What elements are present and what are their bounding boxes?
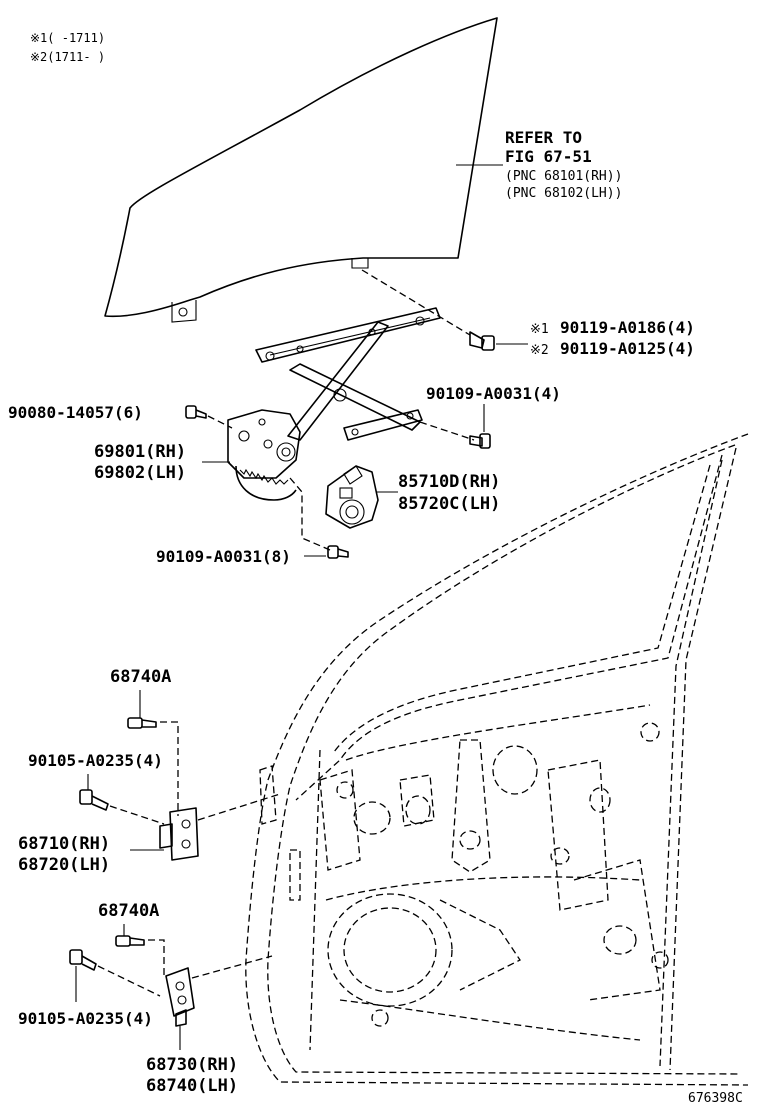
svg-text:90119-A0125(4): 90119-A0125(4) [560,339,695,358]
window-regulator[interactable] [227,307,441,501]
upper-hinge-label-lh: 68720(LH) [18,855,110,875]
motor-label-lh: 85720C(LH) [398,494,500,514]
bolt-90080-label: 90080-14057(6) [8,403,143,422]
bolt-90119-icon[interactable] [469,331,495,351]
bolt-68740a-upper-dashed [160,721,179,816]
bolt-90119-label-1: ※1 90119-A0186(4) [530,318,695,337]
bolt-90109b-icon[interactable] [327,545,349,559]
motor-label-rh: 85710D(RH) [398,472,500,492]
bolt-68740a-lower-label: 68740A [98,901,159,921]
upper-hinge-door-dashed [197,793,281,821]
window-motor[interactable] [325,465,379,529]
bolt-68740a-lower-icon[interactable] [115,935,145,947]
bolt-90109b-label: 90109-A0031(8) [156,547,291,566]
door-panel[interactable] [245,433,749,1086]
svg-text:FIG 67-51: FIG 67-51 [505,147,592,166]
bolt-90109a-label: 90109-A0031(4) [426,384,561,403]
glass-bolt-dashed-line [361,269,471,336]
bolt-68740a-upper-icon[interactable] [127,717,157,729]
bolt-68740a-upper-label: 68740A [110,667,171,687]
regulator-label-lh: 69802(LH) [94,463,186,483]
glass-reference-label: REFER TO FIG 67-51 (PNC 68101(RH)) (PNC … [505,128,622,201]
upper-hinge-label-rh: 68710(RH) [18,834,110,854]
figure-code: 676398C [688,1091,743,1106]
regulator-label-rh: 69801(RH) [94,442,186,462]
bolt-90105-upper-dashed [109,805,165,825]
bolt-90105-lower-dashed [97,965,161,997]
bolt-90109a-dashed-line [419,421,475,441]
door-glass[interactable] [104,17,498,323]
bolt-90080-icon[interactable] [185,405,207,419]
svg-text:(PNC 68102(LH)): (PNC 68102(LH)) [505,186,622,201]
bolt-90105-lower-label: 90105-A0235(4) [18,1009,153,1028]
bolt-90119-label-2: ※2 90119-A0125(4) [530,339,695,358]
regulator-bolt-dashed-line [289,477,331,551]
svg-text:(PNC 68101(RH)): (PNC 68101(RH)) [505,169,622,184]
lower-hinge-label-lh: 68740(LH) [146,1076,238,1096]
lower-hinge[interactable] [165,967,195,1027]
bolt-68740a-lower-dashed [148,939,165,978]
bolt-90109a-icon[interactable] [469,433,491,449]
lower-hinge-label-rh: 68730(RH) [146,1055,238,1075]
bolt-90105-upper-icon[interactable] [79,789,109,811]
bolt-90080-dashed-line [207,415,233,429]
lower-hinge-door-dashed [191,955,273,979]
bolt-90105-lower-icon[interactable] [69,949,97,971]
svg-text:REFER TO: REFER TO [505,128,582,147]
svg-text:※2: ※2 [530,343,549,358]
bolt-90105-upper-label: 90105-A0235(4) [28,751,163,770]
upper-hinge[interactable] [159,807,199,861]
svg-text:※1: ※1 [530,322,549,337]
note-2: ※2(1711- ) [30,50,105,64]
note-1: ※1( -1711) [30,31,105,45]
svg-text:90119-A0186(4): 90119-A0186(4) [560,318,695,337]
